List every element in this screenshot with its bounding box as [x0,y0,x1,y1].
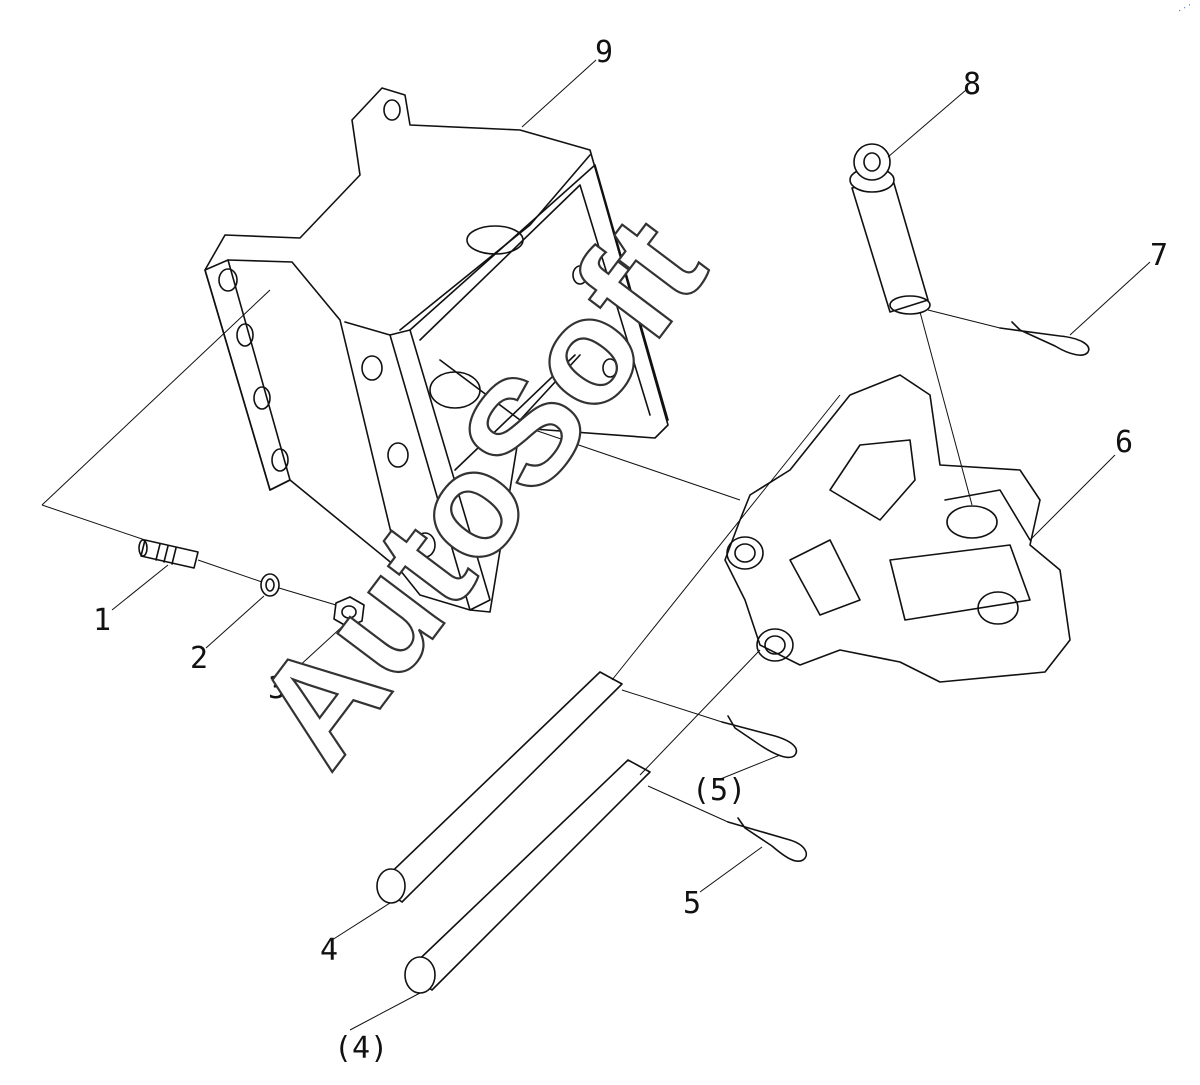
vertical-pin-part-8 [849,143,931,315]
callout-6: 6 [1115,425,1133,460]
callout-9: 9 [595,35,613,70]
corner-mark: · · · [1177,1,1194,17]
r-clip-part-5 [727,817,807,862]
washer-part-2 [260,573,280,597]
callout-labels: 9 8 7 6 1 2 3 (5) 5 4 (4) [93,35,1168,1066]
r-clip-part-7 [999,321,1090,356]
long-pin-part-4 [376,671,623,904]
callout-4b: (4) [334,1031,388,1066]
callout-3: 3 [268,671,286,706]
frame-bracket-part-9 [204,87,669,613]
callout-4: 4 [320,933,338,968]
hitch-block-part-6 [724,374,1071,683]
r-clip-part-5b [721,715,798,759]
long-pin-part-4b [404,759,651,994]
bolt-part-1 [138,539,199,569]
callout-5b: (5) [692,773,746,808]
assembly-lines [41,59,1151,1031]
callout-5: 5 [683,886,701,921]
callout-8: 8 [963,67,981,102]
nut-part-3 [333,596,365,628]
callout-7: 7 [1150,238,1168,273]
callout-1: 1 [93,603,111,638]
callout-2: 2 [190,641,208,676]
